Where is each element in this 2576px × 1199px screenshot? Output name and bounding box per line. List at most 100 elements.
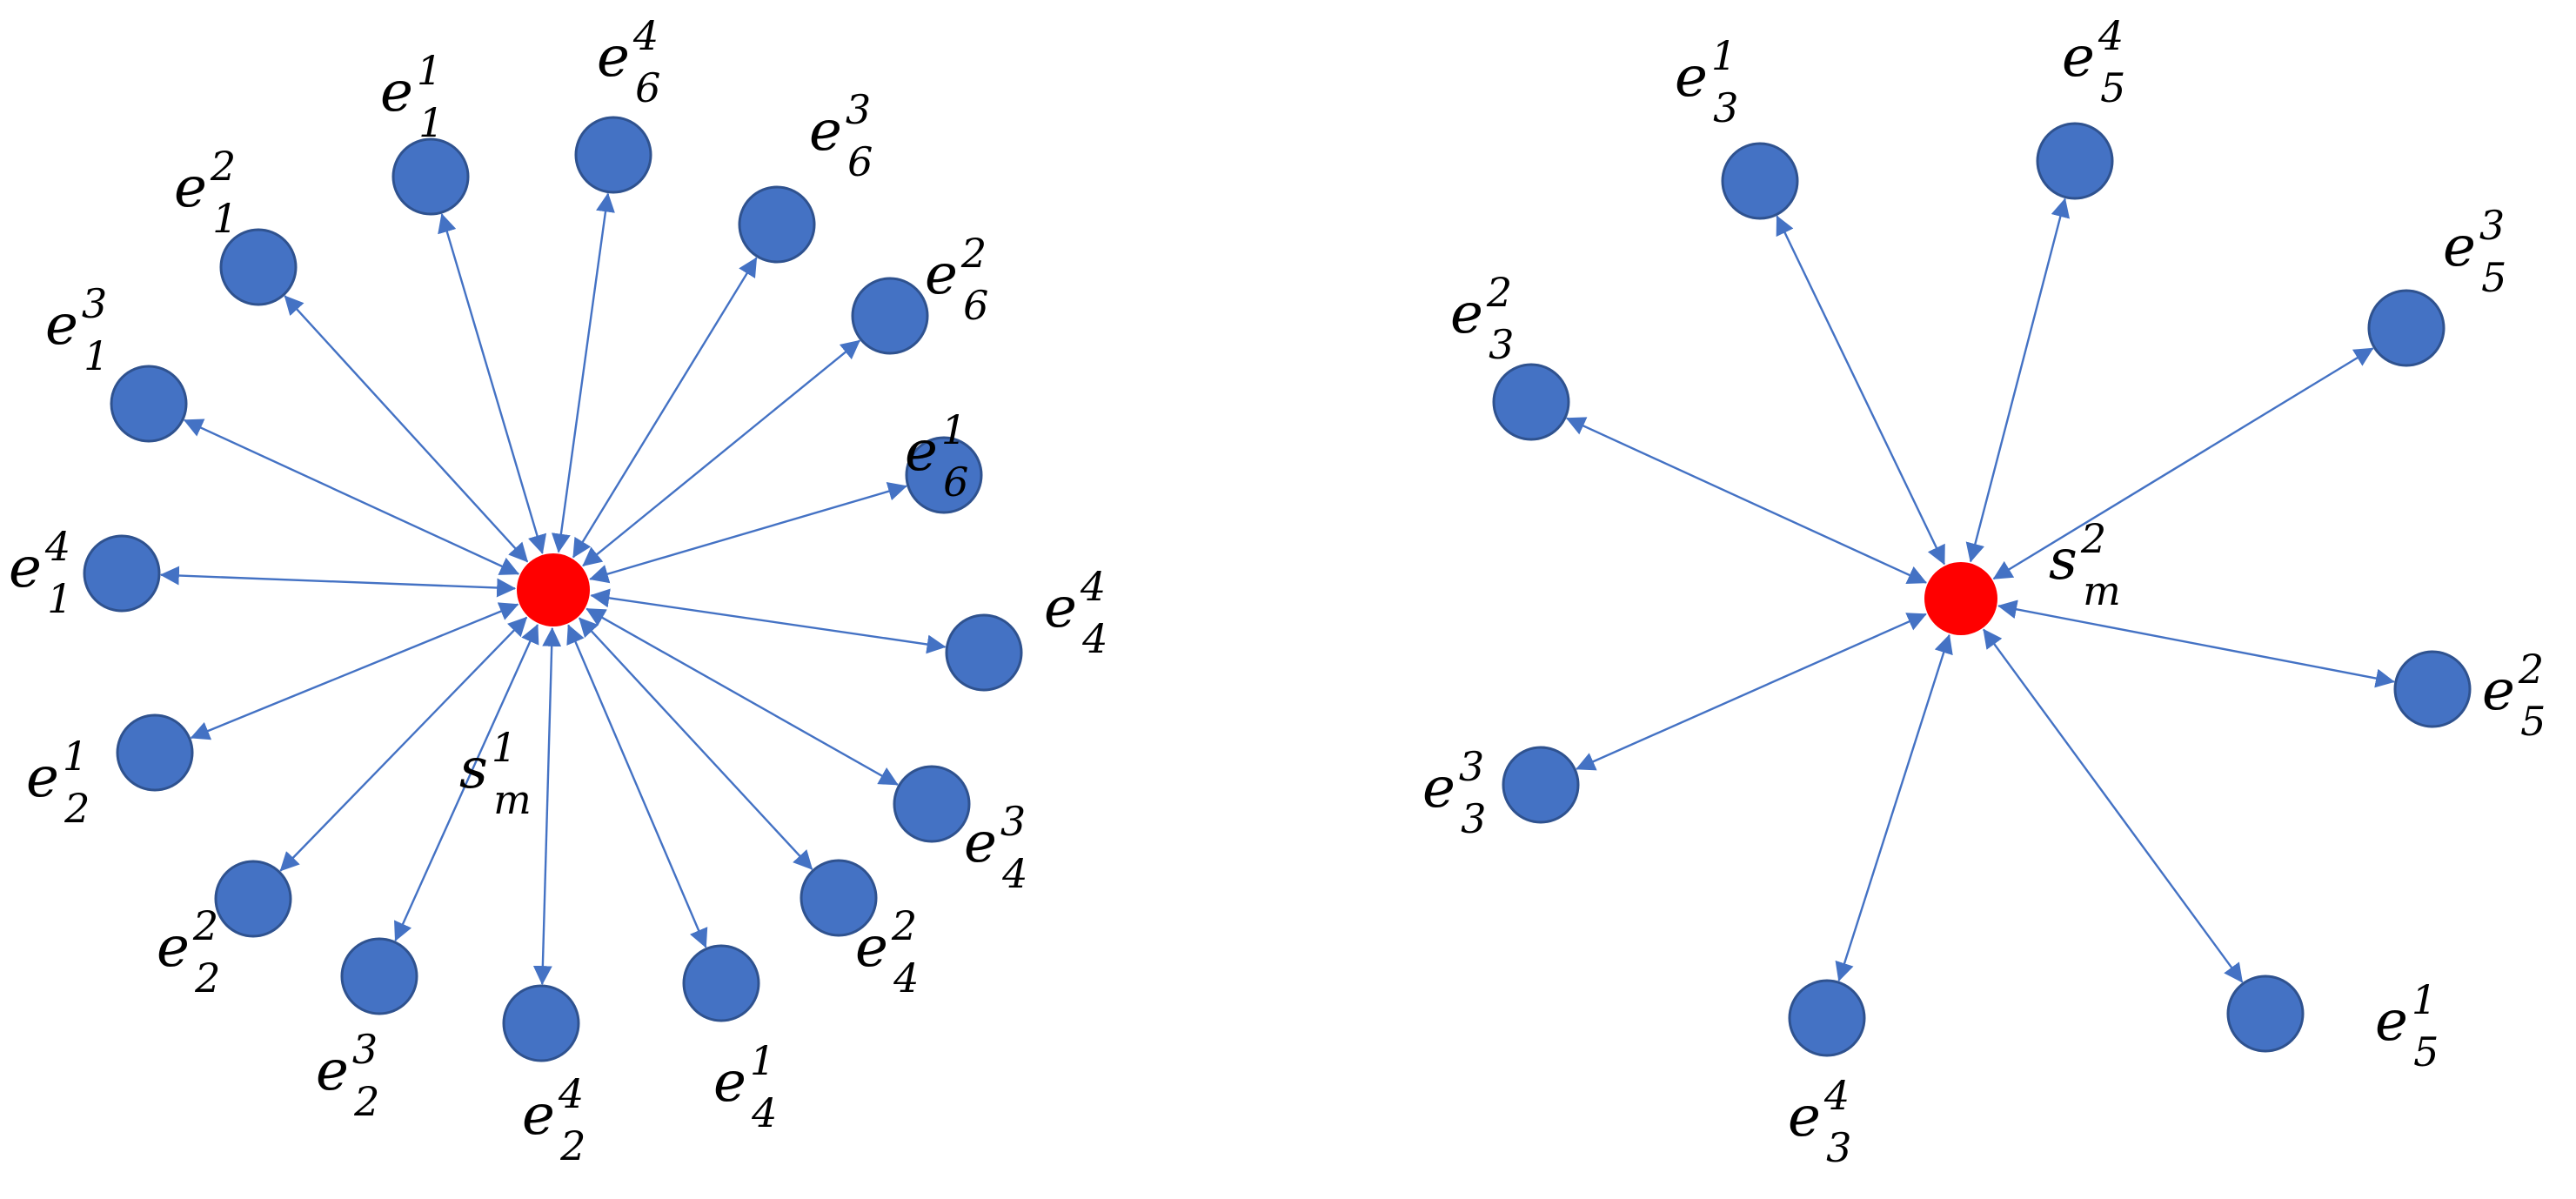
left-star-edges [159,192,947,986]
node-label-e-3-1-subscript: 3 [1713,84,1738,131]
node-label-e-4-1-base: e [713,1050,746,1115]
node-label-e-3-4-base: e [1788,1085,1821,1149]
edge-e6-1 [589,482,907,584]
node-label-e-6-4: e4 6 [597,12,660,111]
node-label-e-1-1-superscript: 1 [417,47,442,94]
node-label-e-2-1-superscript: 1 [63,733,88,780]
node-label-e-2-4-superscript: 4 [558,1070,584,1117]
hub-label-s-m-1-superscript: 1 [492,724,517,771]
node-e-6-2 [851,277,929,355]
node-label-e-1-4-superscript: 4 [44,523,70,570]
node-label-e-6-4-superscript: 4 [632,12,659,59]
node-label-e-4-2: e2 4 [855,902,919,1001]
node-label-e-5-2-base: e [2482,659,2515,723]
node-label-e-1-3-base: e [45,293,78,358]
node-label-e-4-2-superscript: 2 [891,902,917,949]
node-e-2-3 [340,937,418,1015]
node-e-4-2 [800,859,878,937]
hub-label-s-m-2-subscript: m [2083,567,2121,614]
node-e-1-1 [391,137,470,216]
node-label-e-2-2-superscript: 2 [192,902,218,949]
node-label-e-1-4-base: e [9,536,42,600]
edge-e3-2 [1565,417,1927,585]
node-label-e-6-2-subscript: 6 [963,282,988,329]
node-label-e-6-4-subscript: 6 [635,64,660,111]
node-label-e-4-3-base: e [964,811,997,875]
edge-e5-1 [1983,628,2244,983]
node-label-e-3-4-superscript: 4 [1823,1072,1850,1119]
node-label-e-5-3-base: e [2443,215,2476,279]
node-label-e-3-1-superscript: 1 [1711,32,1736,79]
node-label-e-1-4-subscript: 1 [47,575,72,622]
right-star-nodes [1492,122,2472,1057]
node-e-5-1 [2226,975,2305,1053]
node-label-e-2-3-subscript: 2 [353,1078,379,1125]
node-label-e-6-4-base: e [597,25,630,90]
node-label-e-3-4-subscript: 3 [1826,1124,1851,1171]
right-star-edges [1565,198,2395,983]
node-label-e-3-1-base: e [1675,45,1708,110]
node-label-e-6-3-superscript: 3 [846,86,871,133]
node-label-e-6-1-subscript: 6 [943,459,968,506]
node-label-e-3-2-superscript: 2 [1486,269,1512,316]
node-label-e-3-3-subscript: 3 [1461,795,1486,842]
node-label-e-4-4-subscript: 4 [1081,615,1107,662]
edge-e3-1 [1776,215,1946,566]
node-label-e-5-4-base: e [2062,25,2095,90]
node-label-e-5-2-subscript: 5 [2520,698,2546,745]
edge-e5-4 [1965,198,2071,563]
node-label-e-3-3-superscript: 3 [1459,743,1484,790]
node-e-4-1 [682,944,760,1022]
node-label-e-6-3-subscript: 6 [847,138,873,185]
edge-e6-3 [572,257,758,559]
node-label-e-2-3-base: e [316,1039,349,1103]
node-e-3-1 [1721,142,1799,220]
node-label-e-2-3-superscript: 3 [352,1026,378,1073]
node-label-e-1-3-superscript: 3 [82,280,107,327]
node-e-4-4 [945,613,1023,692]
node-label-e-4-1-superscript: 1 [750,1037,775,1084]
edge-e4-1 [566,624,708,948]
node-label-e-5-4-subscript: 5 [2100,64,2125,111]
edge-e3-3 [1576,613,1927,771]
node-e-3-2 [1492,363,1570,441]
node-label-e-6-2-base: e [925,243,958,307]
node-label-e-2-3: e3 2 [316,1026,379,1125]
node-e-2-2 [214,860,292,938]
node-label-e-4-3-superscript: 3 [1000,798,1026,845]
hub-node-s-m-2 [1924,562,1997,635]
edge-e2-3 [394,624,539,941]
edge-e6-2 [582,339,860,567]
node-label-e-3-4: e4 3 [1788,1072,1851,1171]
node-e-5-2 [2393,650,2472,728]
node-e-1-3 [110,365,188,443]
node-label-e-2-2-base: e [157,915,190,980]
node-label-e-4-2-subscript: 4 [893,955,919,1001]
node-label-e-1-2-base: e [174,156,207,220]
node-label-e-4-2-base: e [855,915,888,980]
node-label-e-2-1-subscript: 2 [64,785,90,832]
hub-node-s-m-1 [517,553,590,626]
left-star-nodes [83,116,1023,1062]
edge-e3-4 [1835,633,1953,982]
node-e-6-1 [905,436,983,514]
node-label-e-5-3-superscript: 3 [2479,202,2505,249]
edge-e4-3 [585,607,899,786]
node-label-e-5-1-subscript: 5 [2413,1028,2439,1075]
